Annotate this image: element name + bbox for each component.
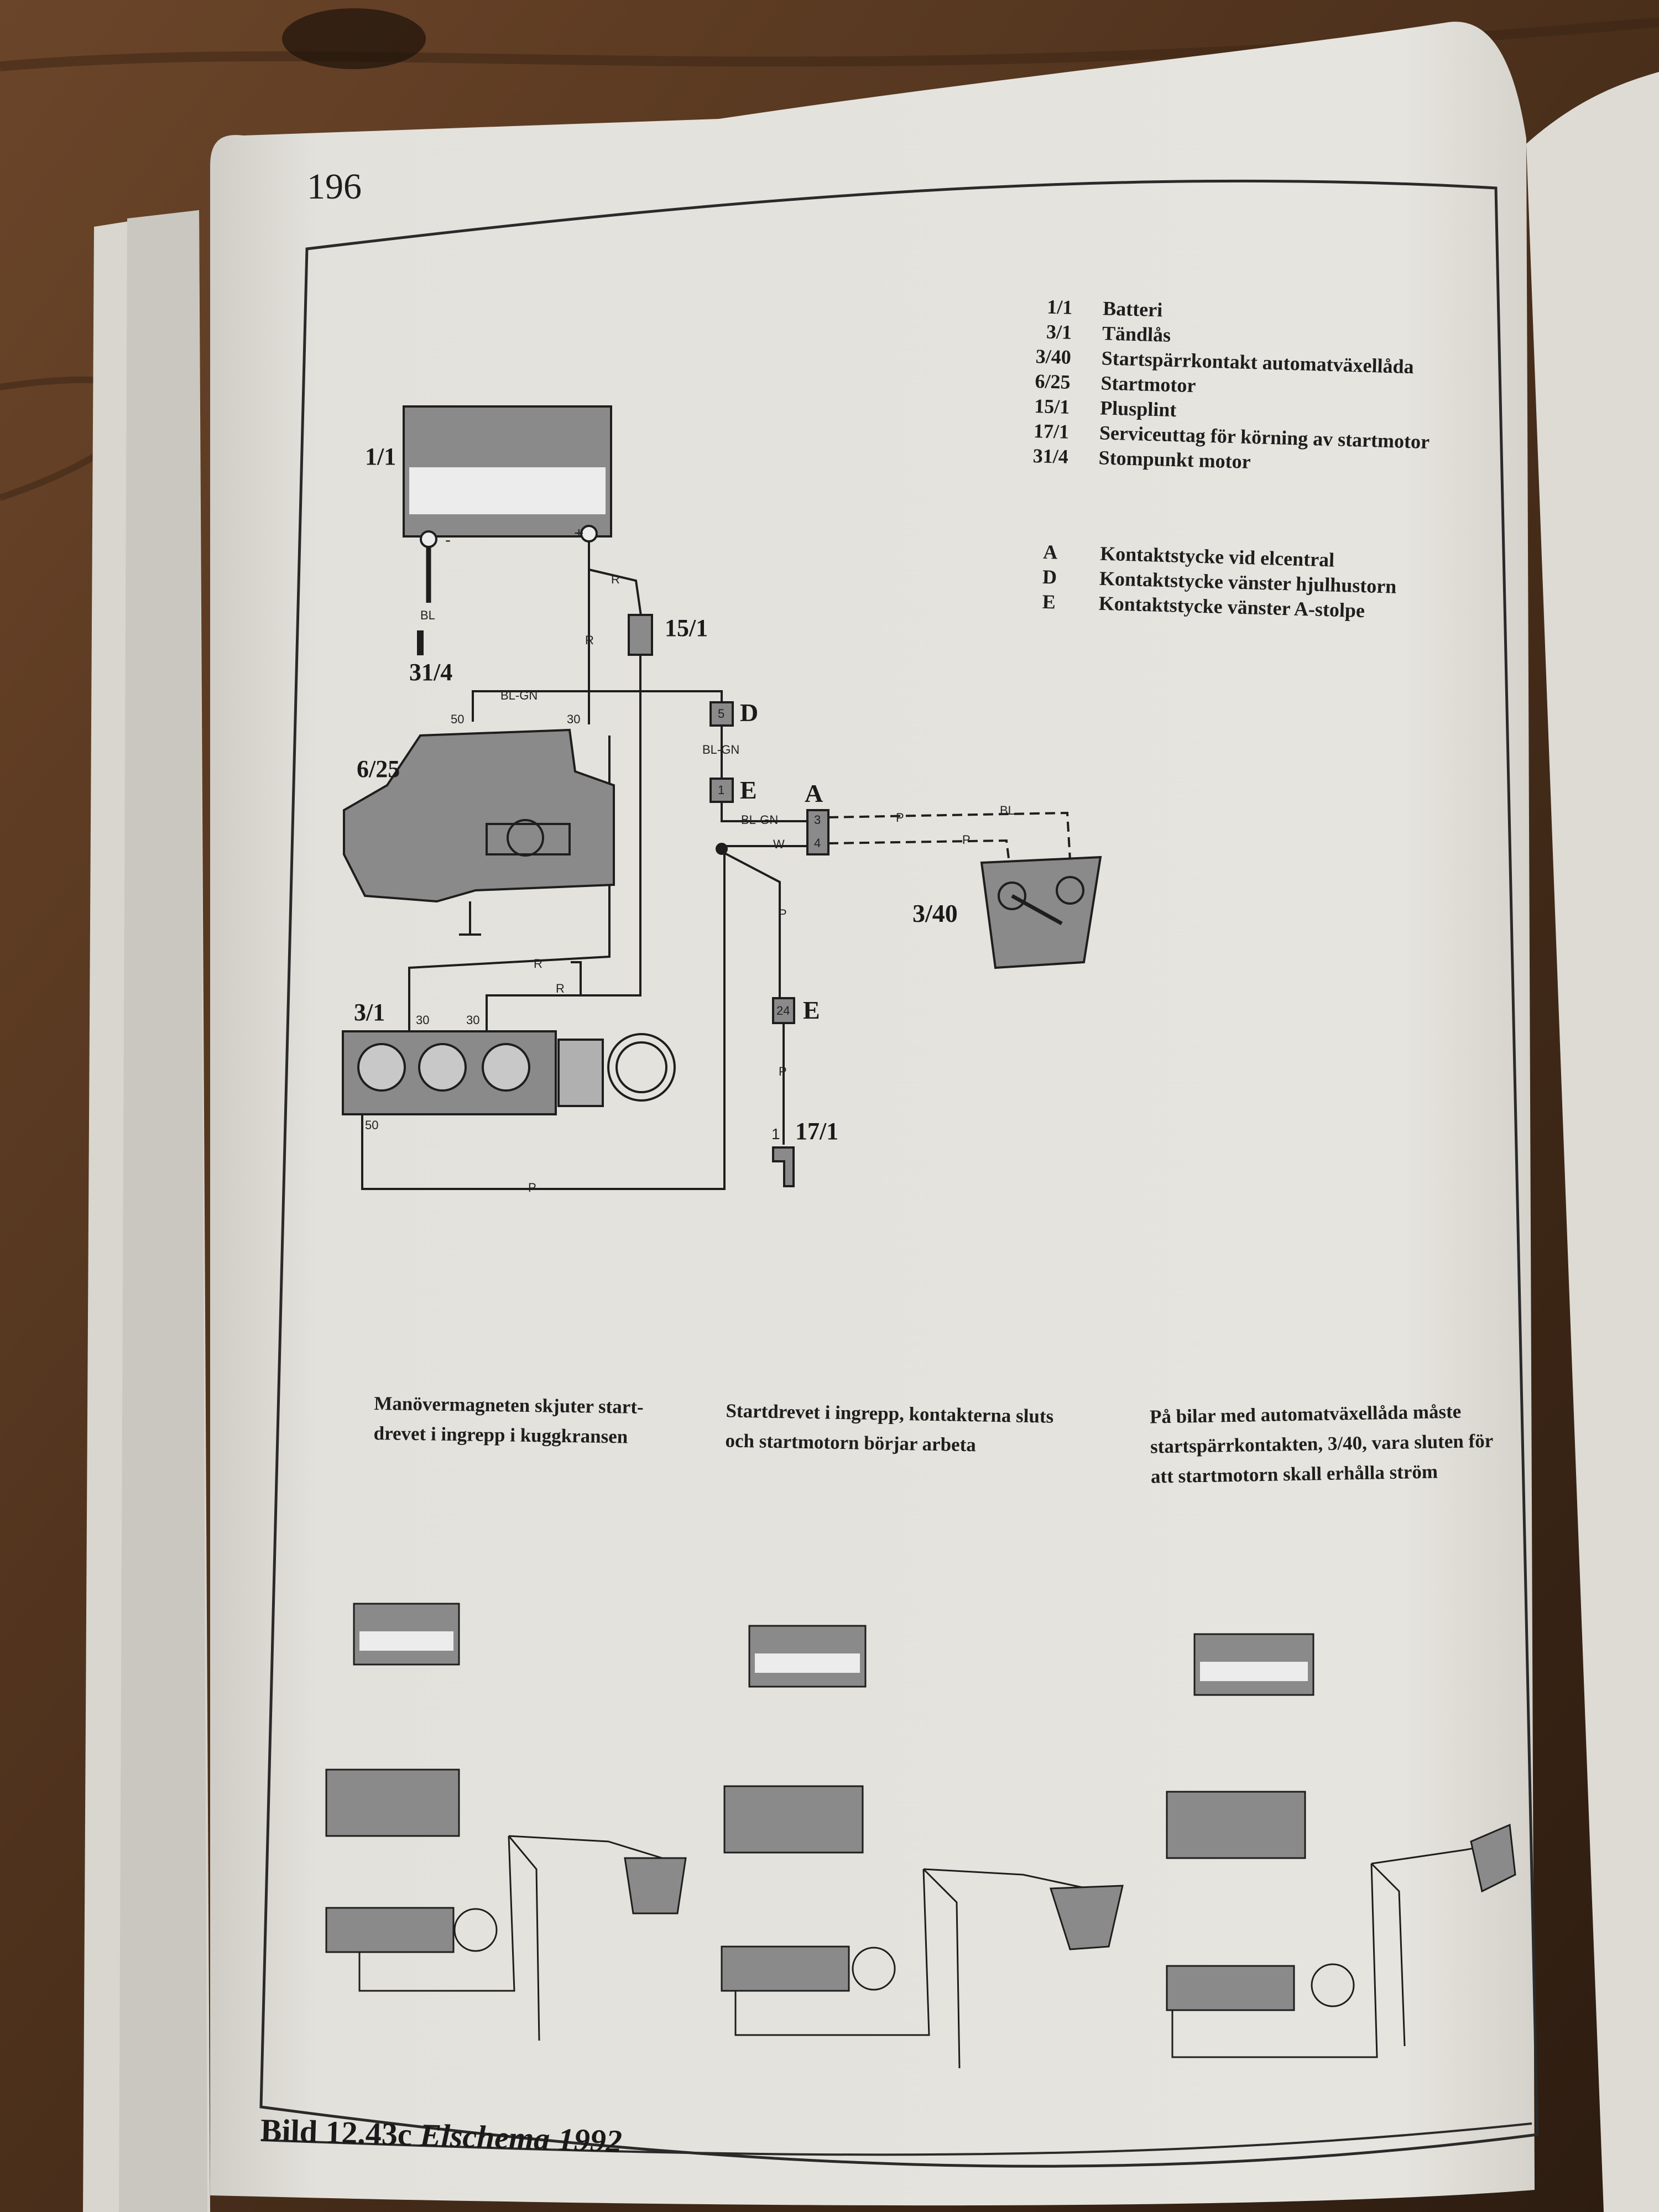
battery-plus-sign: + [574,524,584,542]
caption-1: Manövermagneten skjuter start­drevet i i… [373,1392,644,1448]
wire-p: P [896,811,904,825]
connector-e-label: E [740,776,757,804]
pin-d: 5 [718,707,725,721]
figure-caption-prefix: Bild 12.43c [259,2111,413,2153]
wire-bl-gn: BL-GN [500,688,538,702]
battery-minus-sign: - [445,531,451,549]
starter-label: 6/25 [357,755,400,782]
wire-bl: BL [1000,804,1015,817]
wire-bl-gn: BL-GN [741,813,779,827]
caption-2: Startdrevet i ingrepp, kontakterna sluts… [725,1400,1054,1456]
pin-a-bottom: 4 [814,836,821,850]
figure-caption-title: Elschema 1992 [419,2117,623,2159]
pin-a-top: 3 [814,813,821,827]
page-number: 196 [307,166,362,207]
mini-diagram-2 [721,1625,1124,2069]
wire-p: P [779,907,787,921]
wire-bl: BL [420,608,435,622]
wire-p: P [962,833,971,847]
wire-bl-gn: BL-GN [702,743,740,757]
mini-diagram-3 [1166,1633,1516,2058]
ignition-label: 3/1 [354,999,385,1026]
battery-label: 1/1 [365,443,397,470]
ground-label: 31/4 [409,659,453,686]
wire-r: R [611,572,620,586]
connector-e2-label: E [803,996,820,1024]
interlock-label: 3/40 [912,899,958,927]
mini-diagram-1 [325,1603,687,2041]
terminal-30: 30 [567,712,581,726]
ignition-terminal-30b: 30 [466,1013,480,1027]
battery-label-strip [409,467,606,514]
connector-d-label: D [740,698,759,727]
plus-terminal-label: 15/1 [665,614,708,641]
connector-a-label: A [805,779,823,807]
pin-e2: 24 [776,1004,790,1018]
wire-r: R [585,633,594,647]
wire-r: R [534,957,542,971]
wire-w: W [773,837,785,851]
wire-r: R [556,982,565,995]
caption-3: På bilar med automatväxellåda måste star… [1149,1400,1493,1488]
wire-p: P [528,1181,536,1194]
ignition-terminal-50: 50 [365,1118,379,1132]
pin-outlet: 1 [771,1125,780,1142]
pin-e: 1 [718,783,725,797]
service-outlet-label: 17/1 [795,1118,839,1145]
wire-p: P [779,1065,787,1078]
terminal-50: 50 [451,712,465,726]
ignition-terminal-30a: 30 [416,1013,430,1027]
